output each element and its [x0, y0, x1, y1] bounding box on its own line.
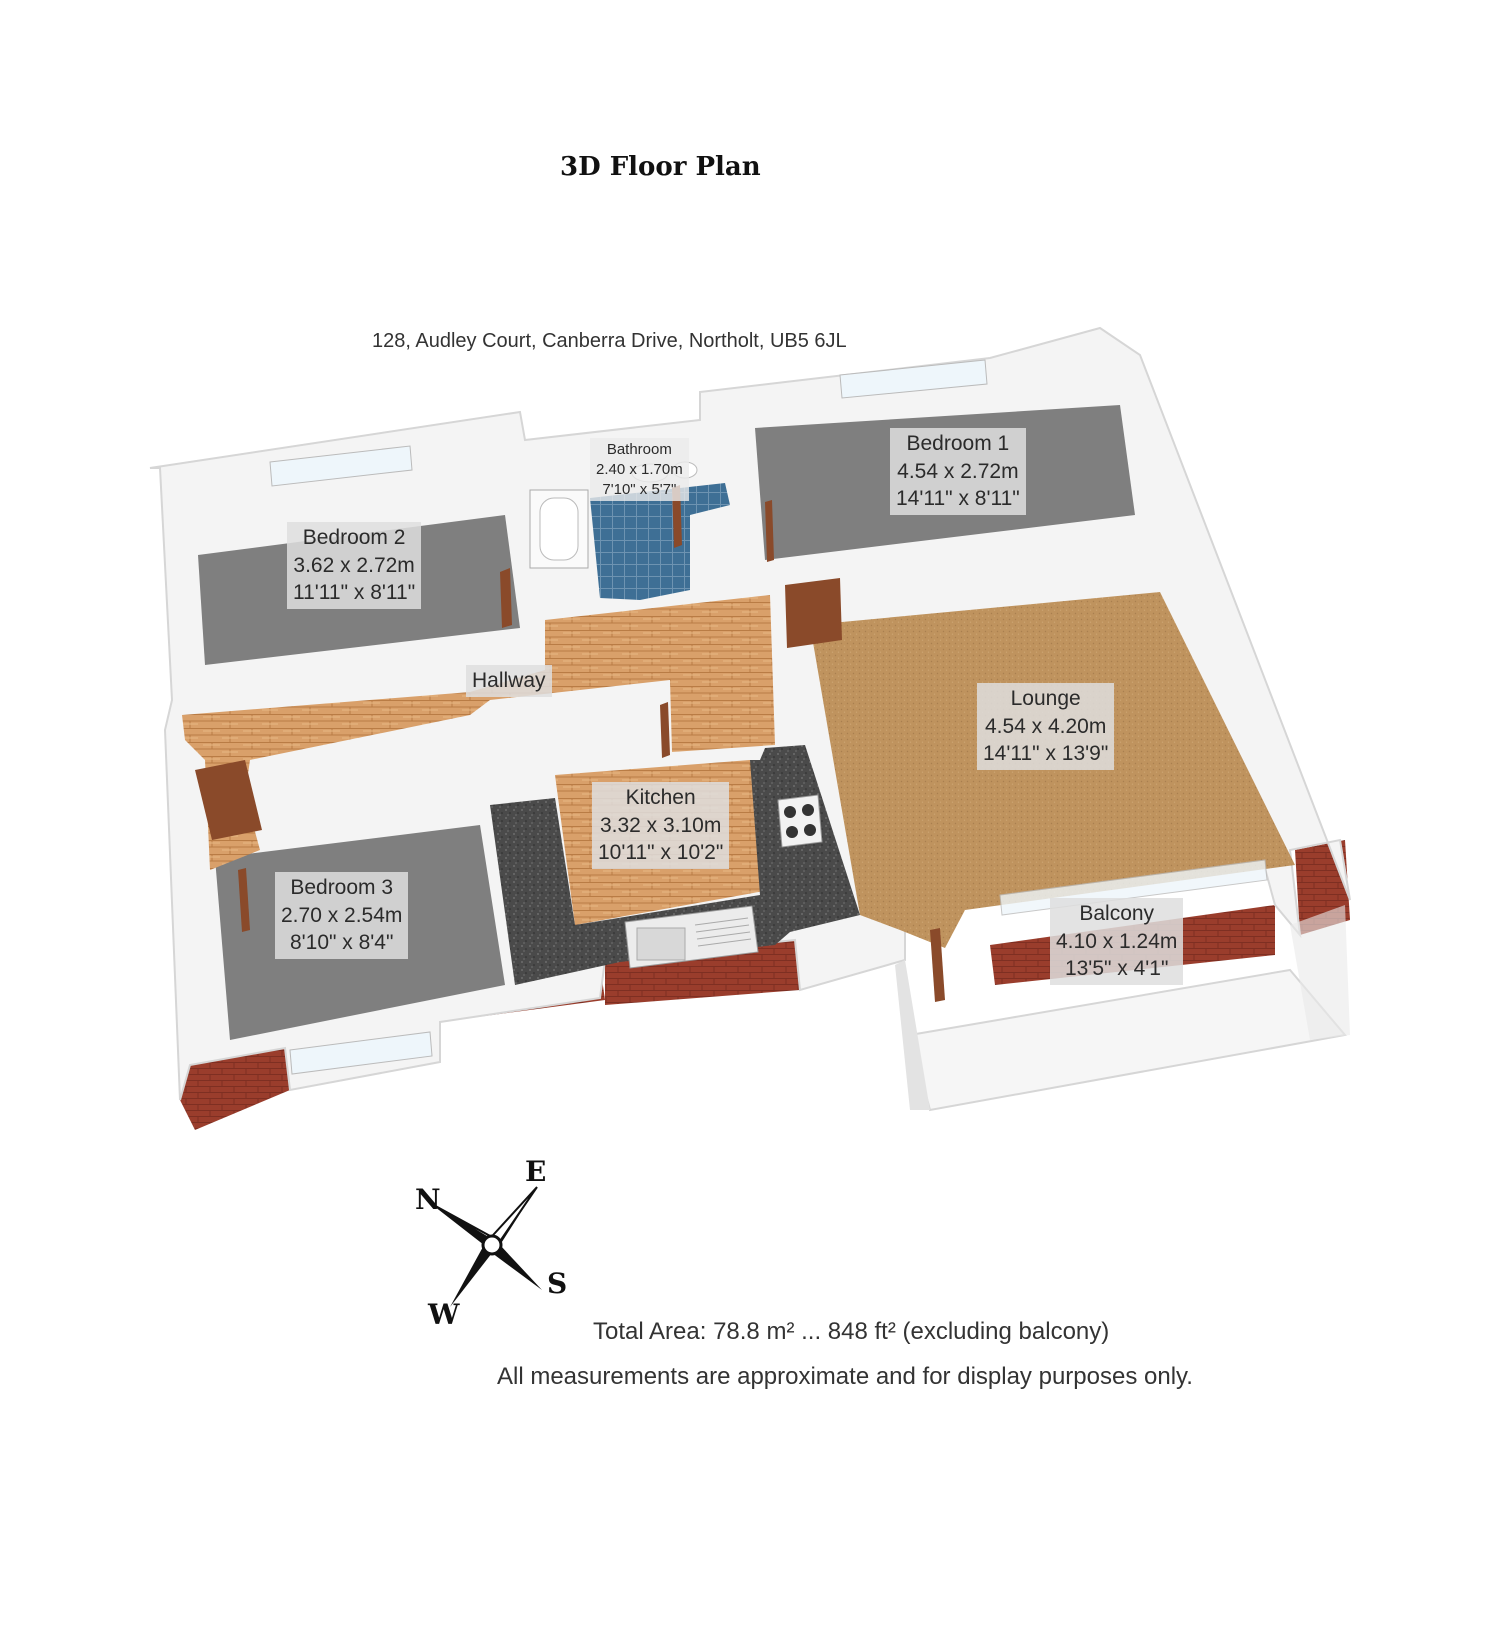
balcony-floor — [908, 968, 1347, 1112]
compass-rose: N E S W — [410, 1155, 570, 1331]
room-label-bedroom-1: Bedroom 1 4.54 x 2.72m 14'11" x 8'11" — [890, 428, 1026, 516]
room-label-bedroom-3: Bedroom 3 2.70 x 2.54m 8'10" x 8'4" — [275, 872, 409, 960]
bathroom-floor — [590, 483, 730, 600]
room-label-kitchen: Kitchen 3.32 x 3.10m 10'11" x 10'2" — [592, 782, 730, 870]
page-title: 3D Floor Plan — [560, 152, 761, 182]
compass-star-icon — [429, 1186, 542, 1307]
kitchen-sink — [624, 905, 759, 969]
doors — [195, 485, 945, 1002]
room-label-bathroom: Bathroom 2.40 x 1.70m 7'10" x 5'7" — [590, 438, 689, 502]
property-address: 128, Audley Court, Canberra Drive, North… — [372, 330, 847, 352]
total-area-text: Total Area: 78.8 m² ... 848 ft² (excludi… — [593, 1318, 1110, 1345]
room-label-bedroom-2: Bedroom 2 3.62 x 2.72m 11'11" x 8'11" — [287, 522, 422, 610]
compass-south-label: S — [547, 1267, 568, 1300]
kitchen-worktop — [490, 745, 860, 985]
compass-north-label: N — [415, 1183, 441, 1216]
hallway-floor — [182, 595, 775, 870]
bathtub — [529, 489, 589, 569]
disclaimer-text: All measurements are approximate and for… — [497, 1363, 1193, 1390]
room-label-lounge: Lounge 4.54 x 4.20m 14'11" x 13'9" — [977, 683, 1115, 771]
compass-east-label: E — [525, 1155, 547, 1188]
room-label-hallway: Hallway — [466, 665, 552, 697]
compass-west-label: W — [428, 1298, 460, 1331]
hob — [777, 794, 823, 848]
room-label-balcony: Balcony 4.10 x 1.24m 13'5" x 4'1" — [1050, 898, 1184, 986]
